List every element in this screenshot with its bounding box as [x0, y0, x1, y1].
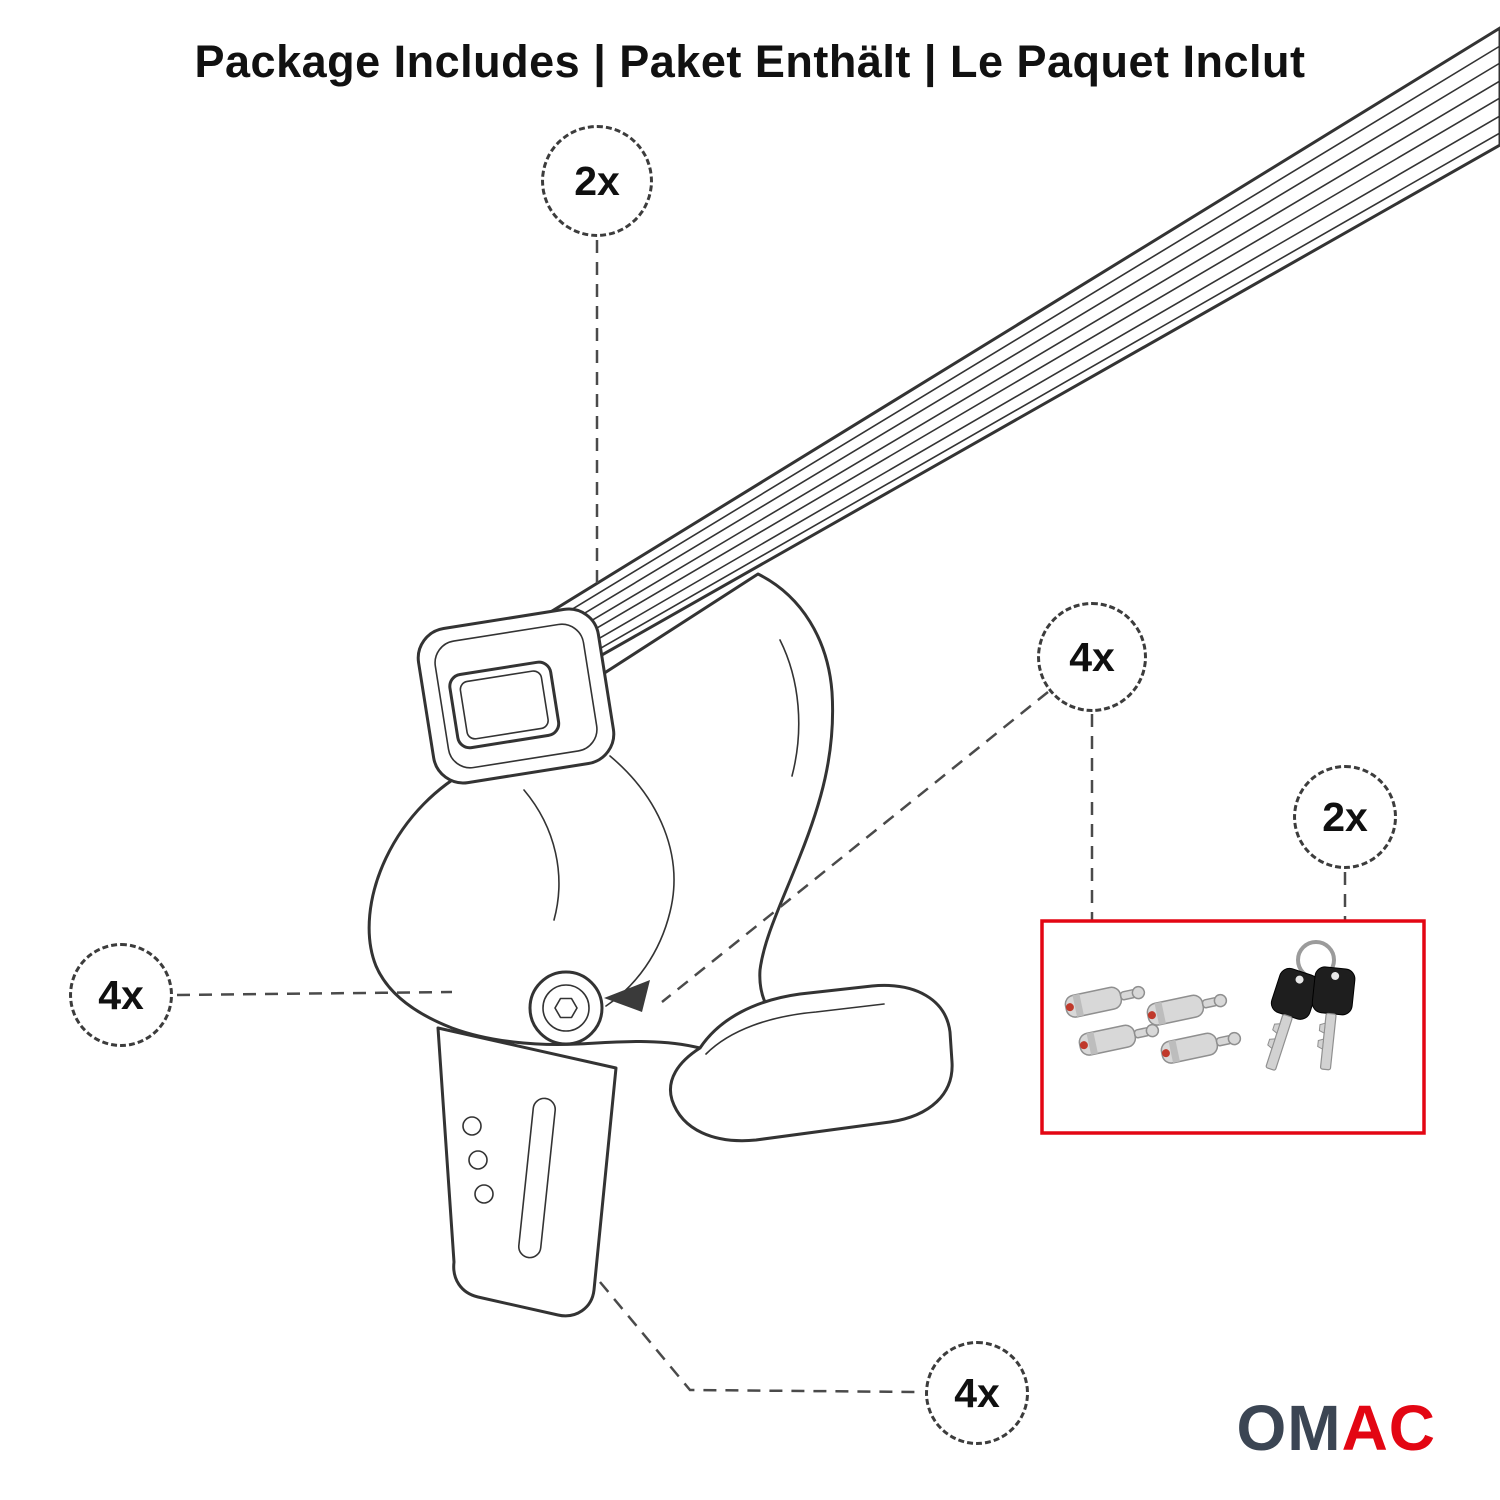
base-pad-drawing — [669, 983, 954, 1143]
brand-logo: OMAC — [1236, 1396, 1436, 1460]
callout-crossbar-quantity: 2x — [541, 125, 653, 237]
callout-crossbar-label: 2x — [574, 157, 620, 204]
crossbar-drawing — [503, 26, 1500, 712]
page-title: Package Includes | Paket Enthält | Le Pa… — [194, 36, 1306, 87]
callout-foot-quantity: 4x — [69, 943, 173, 1047]
accessory-box — [1040, 919, 1426, 1135]
callout-clamp-label: 4x — [954, 1369, 1000, 1416]
callout-clamp-quantity: 4x — [925, 1341, 1029, 1445]
end-cap-drawing — [416, 607, 616, 785]
callout-lock-quantity: 4x — [1037, 602, 1147, 712]
callout-lock-label: 4x — [1069, 633, 1115, 680]
callout-key-label: 2x — [1322, 793, 1368, 840]
key-set-illustration — [1250, 940, 1357, 1076]
brand-logo-right: AC — [1341, 1392, 1436, 1464]
brand-logo-left: OM — [1236, 1392, 1342, 1464]
callout-key-quantity: 2x — [1293, 765, 1397, 869]
pointer-arrow — [604, 980, 650, 1012]
clamp-plate-drawing — [436, 1026, 618, 1318]
callout-foot-label: 4x — [98, 971, 144, 1018]
bolt-drawing — [528, 970, 604, 1046]
